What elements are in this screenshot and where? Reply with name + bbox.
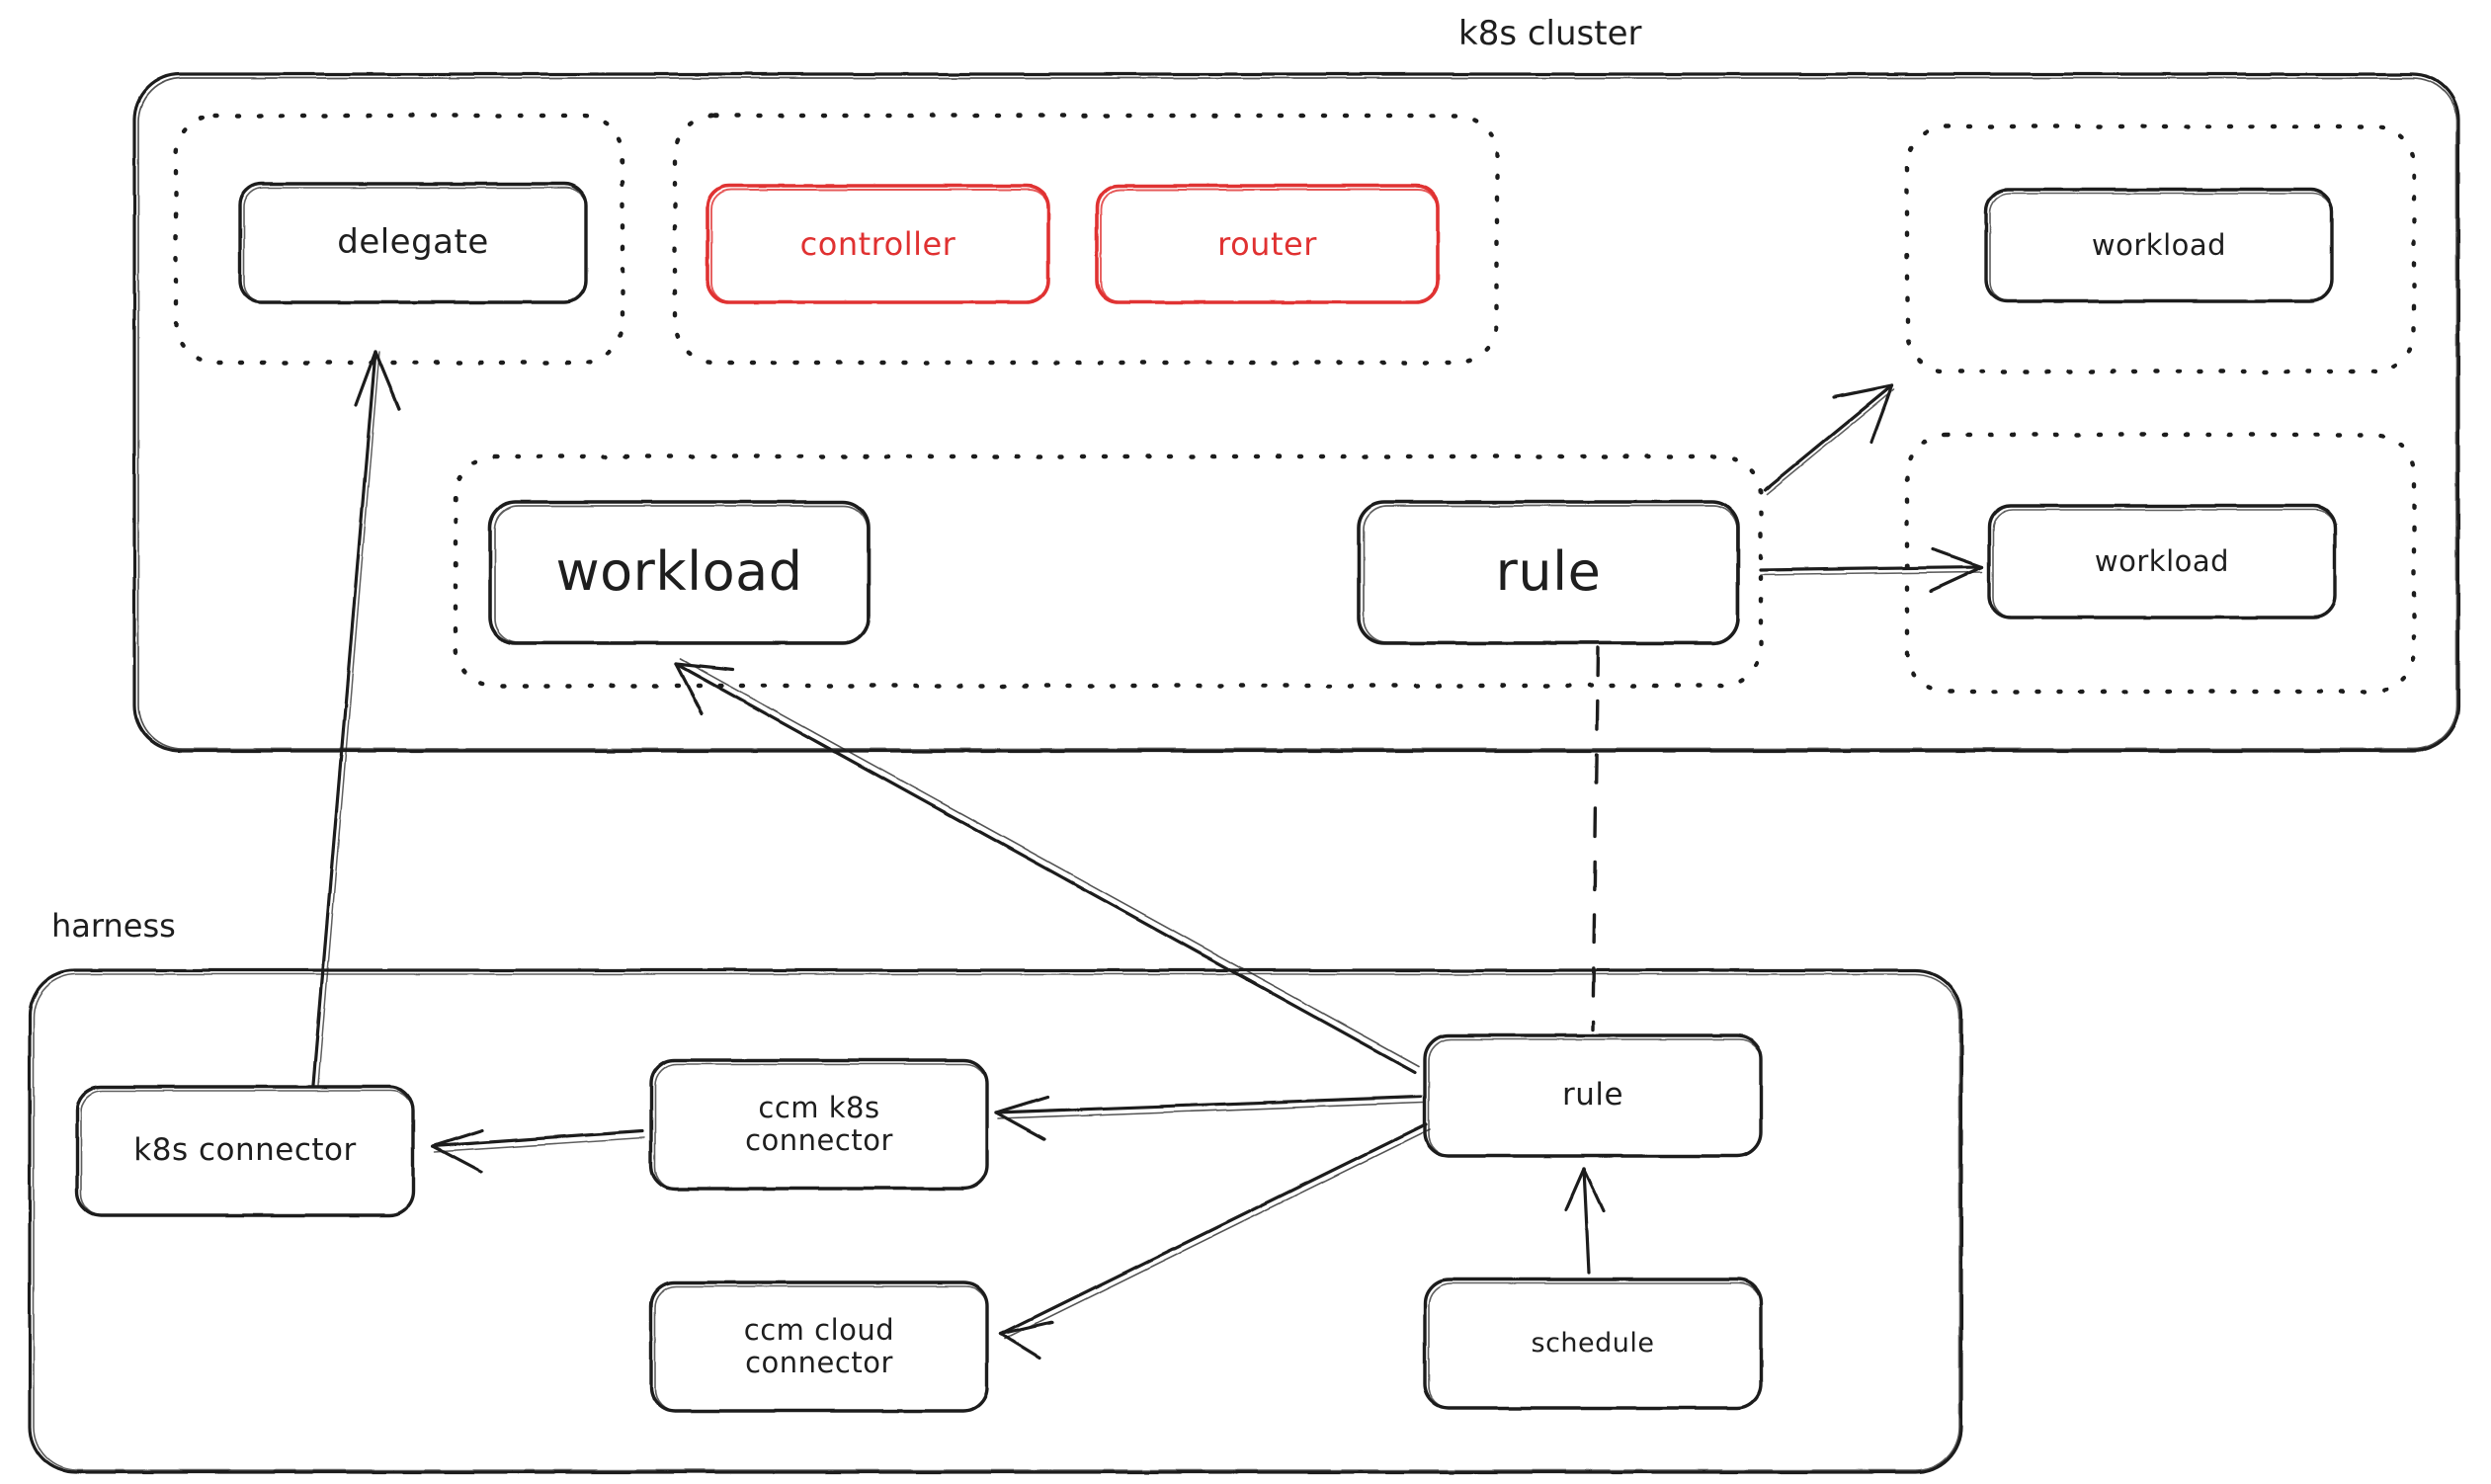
group-label-k8s-cluster: k8s cluster	[1458, 14, 1642, 53]
node-ccm-cloud-connector-box[interactable]	[649, 1280, 989, 1413]
group-harness	[28, 968, 1963, 1474]
group-delegate-namespace	[173, 113, 625, 366]
node-workload-center-box[interactable]	[488, 500, 871, 645]
group-workload-namespace-2	[1904, 432, 2417, 695]
node-k8s-connector-box[interactable]	[75, 1085, 415, 1217]
node-ccm-k8s-connector-box[interactable]	[649, 1058, 989, 1191]
edge-rule-harness-to-workload-center	[674, 658, 1420, 1074]
node-schedule-box[interactable]	[1423, 1278, 1763, 1410]
group-workload-namespace-1	[1904, 124, 2417, 374]
group-control-namespace	[672, 113, 1500, 366]
edge-rule-harness-to-ccm-k8s-connector	[994, 1095, 1424, 1141]
node-router-box[interactable]	[1095, 184, 1440, 304]
node-rule-k8s-box[interactable]	[1357, 500, 1740, 645]
group-k8s-cluster	[132, 72, 2460, 753]
edge-rule-k8s-to-workload-mid-right	[1759, 547, 1984, 593]
edge-schedule-to-rule-harness	[1564, 1167, 1606, 1275]
edge-rule-k8s-to-workload-top-right	[1763, 383, 1895, 495]
group-rule-namespace	[453, 453, 1764, 689]
node-workload-mid-right-box[interactable]	[1987, 504, 2337, 619]
node-controller-box[interactable]	[706, 184, 1050, 304]
group-label-harness: harness	[51, 907, 176, 945]
node-workload-top-right-box[interactable]	[1984, 188, 2334, 303]
node-delegate-box[interactable]	[238, 182, 588, 304]
edge-rule-harness-to-ccm-cloud-connector	[999, 1122, 1431, 1360]
edge-rule-k8s-to-rule-harness-dashed	[1591, 646, 1600, 1031]
edge-k8s-connector-to-delegate	[311, 350, 401, 1087]
edge-ccm-k8s-to-k8s-connector	[431, 1128, 645, 1174]
node-rule-harness-box[interactable]	[1423, 1033, 1763, 1158]
